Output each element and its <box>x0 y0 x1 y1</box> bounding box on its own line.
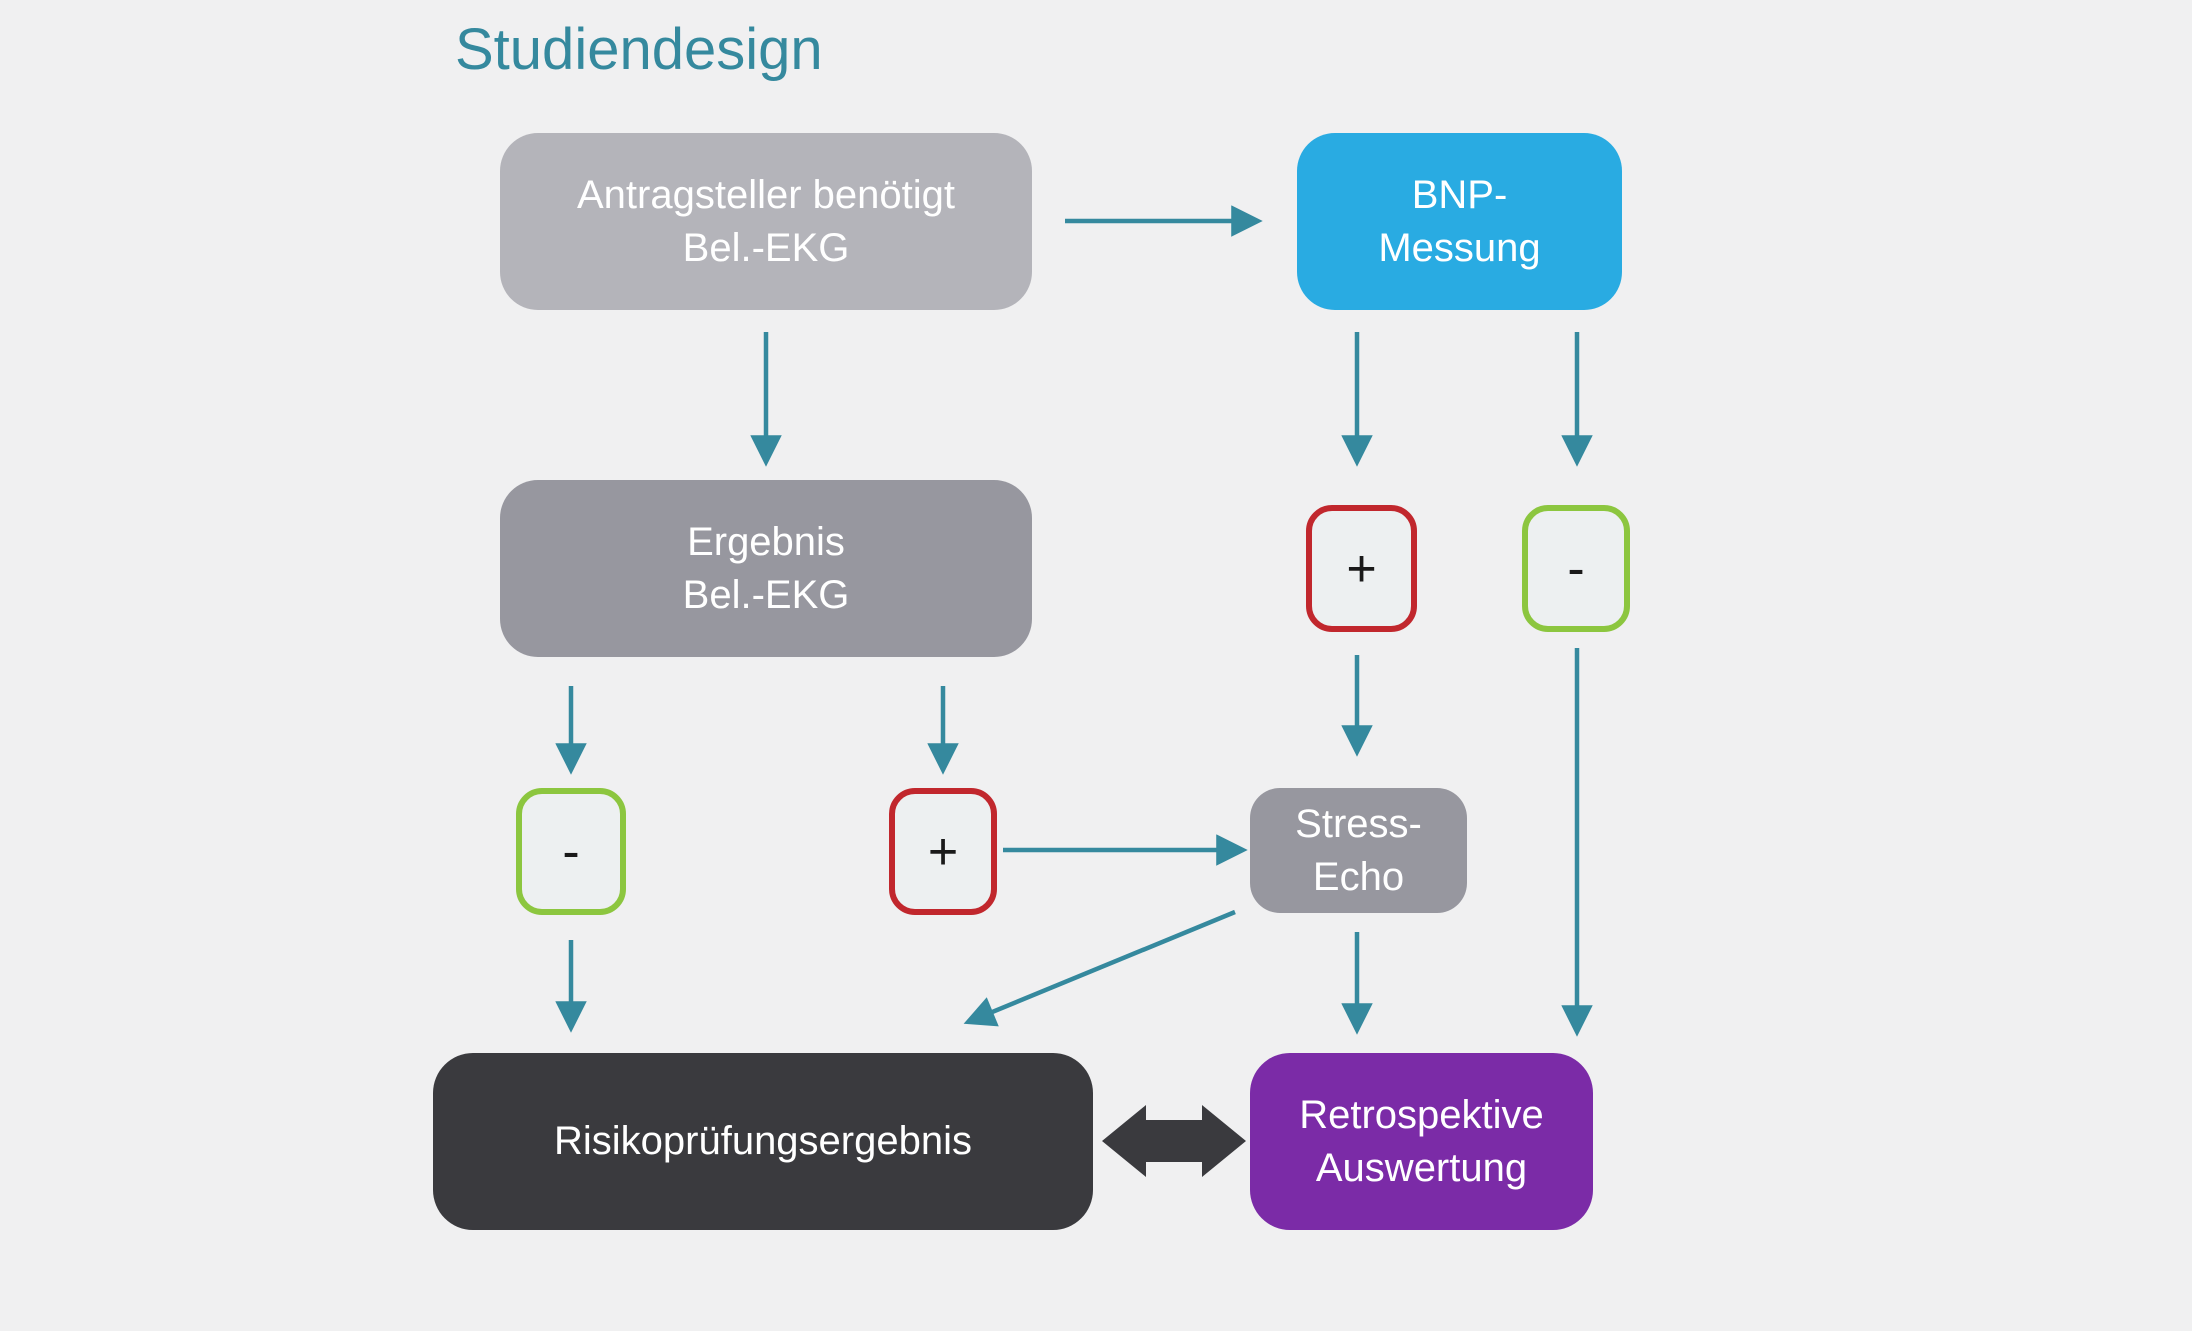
node-label-line: Auswertung <box>1315 1145 1528 1190</box>
node-ergebnis-bel-ekg: Ergebnis Bel.-EKG <box>500 480 1032 657</box>
node-antragsteller: Antragsteller benötigt Bel.-EKG <box>500 133 1032 310</box>
arrow-stress-echo-to-risiko-icon <box>963 909 1236 1027</box>
node-label-line: Echo <box>1312 854 1405 899</box>
node-label-line: Stress- <box>1295 801 1422 846</box>
plus-sign: + <box>1346 539 1377 598</box>
minus-sign: - <box>562 822 580 881</box>
node-label-line: BNP- <box>1411 172 1508 217</box>
node-label-line: Risikoprüfungsergebnis <box>553 1119 972 1164</box>
node-ekg-positive: + <box>889 788 997 915</box>
node-stress-echo: Stress- Echo <box>1250 788 1467 913</box>
node-label-line: Ergebnis <box>687 519 845 564</box>
minus-sign: - <box>1567 539 1585 598</box>
node-bnp-positive: + <box>1306 505 1417 632</box>
node-ekg-negative: - <box>516 788 626 915</box>
node-risikopruefungsergebnis: Risikoprüfungsergebnis <box>433 1053 1093 1230</box>
node-label-line: Antragsteller benötigt <box>576 172 955 217</box>
node-label-line: Bel.-EKG <box>682 572 850 617</box>
page-title: Studiendesign <box>455 17 823 82</box>
node-retrospektive-auswertung: Retrospektive Auswertung <box>1250 1053 1593 1230</box>
node-label-line: Retrospektive <box>1299 1092 1544 1137</box>
double-arrow-icon <box>1102 1105 1246 1177</box>
node-label-line: Bel.-EKG <box>682 225 850 270</box>
node-bnp-messung: BNP- Messung <box>1297 133 1622 310</box>
plus-sign: + <box>927 822 959 881</box>
node-label-line: Messung <box>1378 225 1541 270</box>
node-bnp-negative: - <box>1522 505 1630 632</box>
